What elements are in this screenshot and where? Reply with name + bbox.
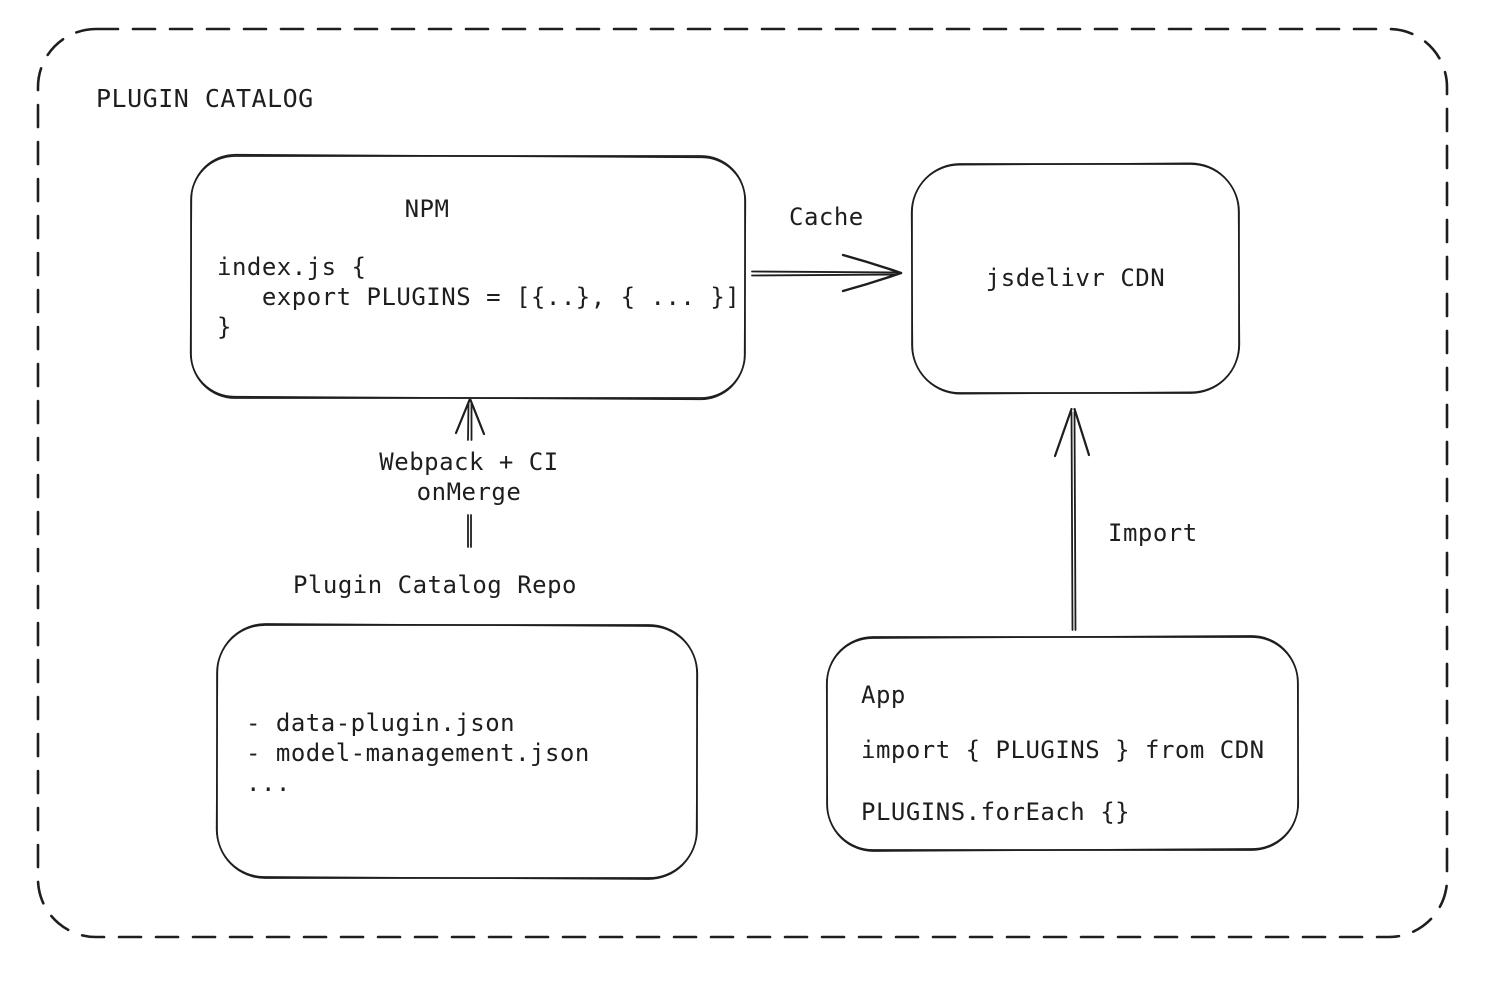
app-box-title: App [861,681,906,709]
diagram-title: PLUGIN CATALOG [96,84,314,113]
import-arrow-label: Import [1108,519,1198,547]
import-arrow [1053,407,1091,631]
build-arrow-label: Webpack + CI onMerge [379,448,559,506]
build-connector-line [467,514,472,548]
plugin-catalog-boundary [36,27,1449,939]
app-foreach-code: PLUGINS.forEach {} [861,798,1131,826]
repo-file-list: - data-plugin.json - model-management.js… [246,709,590,797]
cdn-box [910,162,1241,395]
npm-box [189,153,747,401]
build-arrow [454,398,486,441]
repo-box [215,623,699,880]
app-import-code: import { PLUGINS } from CDN [861,736,1265,764]
repo-box-label: Plugin Catalog Repo [292,571,578,599]
cache-arrow [751,253,903,293]
npm-code: index.js { export PLUGINS = [{..}, { ...… [217,253,741,341]
npm-box-title: NPM [404,195,450,223]
app-box [825,635,1300,852]
cdn-box-label: jsdelivr CDN [985,264,1166,292]
cache-arrow-label: Cache [789,203,864,231]
